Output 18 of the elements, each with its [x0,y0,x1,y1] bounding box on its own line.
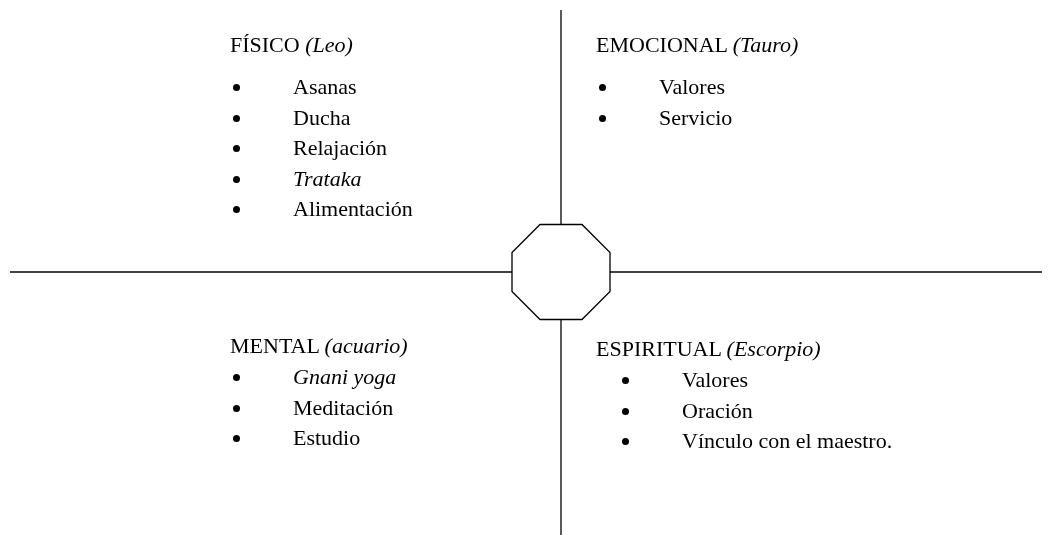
list-item: Oración [682,396,753,425]
list-item: Trataka [293,164,362,193]
quadrant-heading: EMOCIONAL (Tauro) [596,31,799,59]
list-item: Vínculo con el maestro. [682,427,893,455]
list-item: Relajación [293,134,388,162]
quadrant-heading: FÍSICO (Leo) [230,31,353,59]
list-item: Servicio [659,103,733,132]
quadrant-heading: MENTAL (acuario) [230,332,408,360]
list-item: Alimentación [293,195,413,223]
list-item: Estudio [293,424,361,452]
list-item: Ducha [293,103,351,132]
list-item: Meditación [293,393,394,422]
list-item: Valores [682,366,748,394]
list-item: Gnani yoga [293,363,397,391]
list-item: Valores [659,73,725,101]
quadrant-heading: ESPIRITUAL (Escorpio) [596,335,821,363]
octagon-shape [511,223,611,321]
list-item: Asanas [293,73,357,101]
